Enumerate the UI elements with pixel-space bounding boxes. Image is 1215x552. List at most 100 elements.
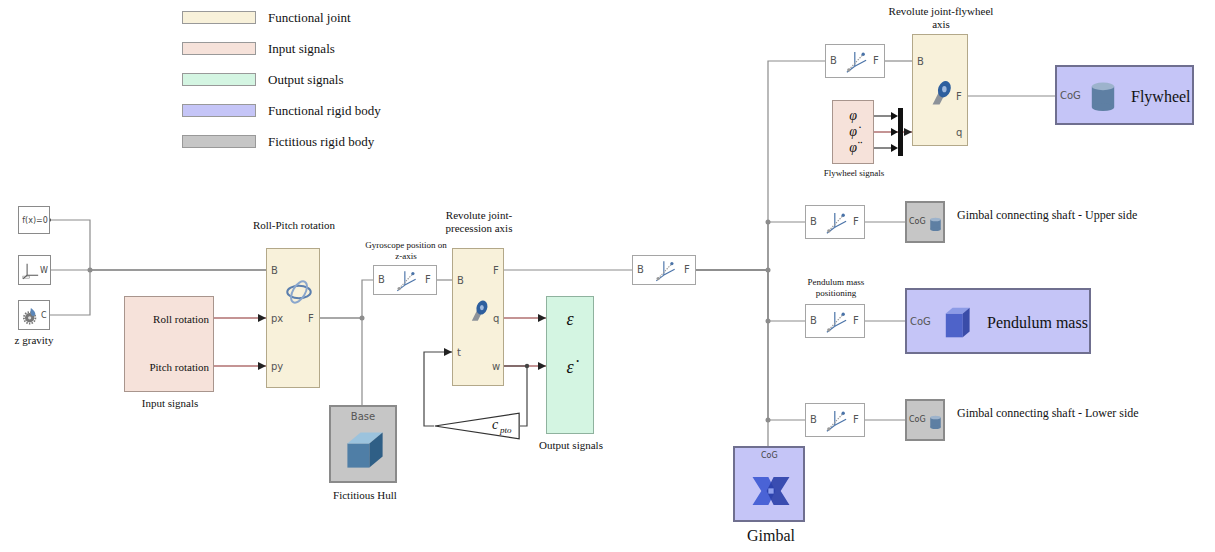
block-label: Output signals bbox=[526, 439, 616, 452]
junction-dot bbox=[360, 316, 365, 321]
port-label: F bbox=[853, 314, 859, 328]
mechanical-connector bbox=[504, 269, 632, 270]
block-label: φ bbox=[833, 108, 873, 124]
block-label: φ̈ bbox=[833, 140, 873, 156]
transform-block: BF bbox=[805, 403, 865, 437]
drawing-shape bbox=[842, 412, 845, 415]
mechanical-connector bbox=[885, 60, 912, 61]
drawing-shape bbox=[474, 299, 489, 316]
mechanical-connector bbox=[320, 280, 373, 318]
drawing-shape bbox=[842, 313, 845, 316]
block-label: Roll-Pitch rotation bbox=[244, 219, 344, 232]
drawing-shape bbox=[847, 68, 850, 71]
drawing-shape bbox=[397, 287, 400, 290]
port-label: F bbox=[956, 90, 962, 104]
drawing-shape bbox=[27, 264, 28, 275]
port-label: w bbox=[492, 360, 500, 374]
gain-block: cpto bbox=[434, 413, 520, 439]
port-label: B bbox=[457, 274, 464, 288]
drawing-shape bbox=[827, 312, 846, 332]
port-label: B bbox=[810, 215, 817, 229]
block-label: Pendulum mass bbox=[987, 313, 1088, 332]
port-label: B bbox=[810, 314, 817, 328]
mechanical-connector bbox=[437, 279, 452, 280]
port-label: CoG bbox=[910, 315, 931, 329]
drawing-shape bbox=[862, 53, 865, 56]
block-label: Gimbal bbox=[721, 526, 821, 545]
drawing-shape bbox=[829, 314, 843, 330]
drawing-shape bbox=[670, 262, 673, 265]
signal-connector bbox=[214, 365, 266, 366]
drawing-shape bbox=[930, 416, 941, 420]
signal-connector bbox=[424, 352, 452, 426]
drawing-shape bbox=[930, 218, 941, 222]
frame-icon bbox=[844, 49, 868, 74]
junction-dot bbox=[88, 268, 93, 273]
port-label: F bbox=[853, 413, 859, 427]
port-label: F bbox=[308, 312, 314, 326]
mechanical-connector bbox=[320, 318, 362, 405]
junction-dot bbox=[766, 220, 771, 225]
transform-block: BF bbox=[825, 44, 885, 78]
drawing-shape bbox=[27, 275, 38, 276]
mechanical-connector bbox=[865, 221, 905, 222]
port-label: CoG bbox=[909, 217, 926, 227]
mechanical-connector bbox=[696, 270, 768, 446]
revolute-joint-block: Revolute joint-flywheel axisBFq bbox=[912, 34, 968, 146]
block-label: z gravity bbox=[4, 334, 64, 347]
junction-dot bbox=[766, 268, 771, 273]
signal-connector bbox=[504, 317, 546, 318]
drawing-shape bbox=[347, 443, 369, 467]
legend-swatch bbox=[182, 73, 256, 86]
mechanical-connector bbox=[696, 222, 805, 270]
block-label: Pitch rotation bbox=[129, 360, 209, 374]
legend-swatch bbox=[182, 104, 256, 117]
port-label: F bbox=[684, 263, 690, 277]
frame-icon bbox=[824, 408, 848, 433]
cyl-icon bbox=[928, 410, 943, 434]
signal-connector bbox=[214, 317, 266, 318]
box-icon bbox=[939, 297, 973, 347]
transform-block: BF bbox=[632, 255, 696, 285]
drawing-shape bbox=[847, 52, 866, 72]
drawing-shape bbox=[827, 328, 830, 331]
port-label: C bbox=[41, 311, 47, 321]
port-label: F bbox=[493, 264, 499, 278]
legend-text: Functional joint bbox=[268, 10, 351, 26]
legend-text: Functional rigid body bbox=[268, 103, 381, 119]
gimbal-body: CoGGimbal bbox=[733, 446, 805, 522]
drawing-shape bbox=[656, 277, 659, 280]
drawing-shape bbox=[28, 316, 31, 319]
block-label: Flywheel signals bbox=[804, 168, 904, 179]
drawing-shape bbox=[827, 427, 830, 430]
port-label: F bbox=[425, 273, 431, 287]
legend-text: Output signals bbox=[268, 72, 343, 88]
world-icon bbox=[22, 261, 39, 281]
output-signals-box: εε̇Output signals bbox=[546, 296, 594, 434]
junction-dot bbox=[766, 319, 771, 324]
drawing-shape bbox=[411, 272, 414, 275]
rings-icon bbox=[285, 278, 313, 306]
block-label: Roll rotation bbox=[129, 312, 209, 326]
port-label: q bbox=[956, 126, 962, 140]
transform-block: Gyroscope position on z-axisBF bbox=[373, 265, 437, 295]
drawing-shape bbox=[23, 264, 38, 279]
drawing-shape bbox=[369, 432, 382, 467]
gimbal-icon bbox=[749, 464, 793, 518]
cyl-icon bbox=[1087, 74, 1119, 118]
cyl-icon bbox=[928, 212, 943, 236]
drawing-shape bbox=[1092, 103, 1114, 111]
drawing-shape bbox=[23, 275, 27, 279]
port-label: CoG bbox=[761, 451, 778, 461]
world-frame-block: W bbox=[18, 255, 51, 285]
arrow-head bbox=[891, 128, 898, 136]
gimbal-joint-block: Roll-Pitch rotationBpxpyF bbox=[266, 248, 320, 388]
port-label: py bbox=[271, 360, 283, 374]
frame-icon bbox=[394, 269, 418, 292]
transform-block: BF bbox=[805, 205, 865, 239]
port-label: CoG bbox=[1060, 89, 1081, 103]
drawing-shape bbox=[435, 413, 519, 438]
legend-swatch bbox=[182, 42, 256, 55]
drawing-shape bbox=[963, 308, 970, 338]
